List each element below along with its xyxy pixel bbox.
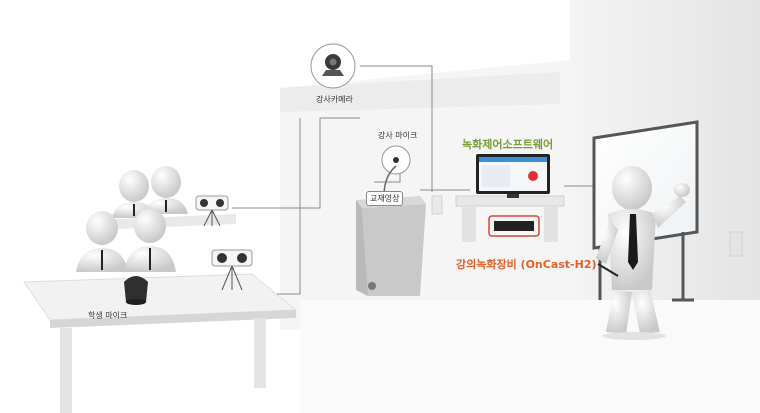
student-figure [144,166,188,214]
student-figure [124,209,176,272]
back-wall [280,60,570,330]
floor-shadow [300,300,760,413]
student-desks [23,214,298,413]
ceiling-strip [280,72,560,112]
recording-desk [455,154,565,242]
record-button-icon [528,171,538,181]
lecturer-camera [310,43,356,89]
wall-switch [431,195,443,215]
students [76,166,188,272]
camera-link [360,65,433,192]
student-mic [124,276,148,305]
student-mic-label: 학생 마이크 [88,311,128,320]
student-link-top [232,117,360,209]
tripod-camera-icon [195,195,229,227]
teaching-video-label: 교재영상 [366,191,404,206]
wall-outlet [729,231,743,257]
lecturer-figure [596,166,690,340]
podium [356,145,426,296]
device-highlight [488,215,540,237]
oncast-device [494,221,534,231]
lecturer-mic-label: 강사 마이크 [378,131,418,140]
recording-software-label: 녹화제어소프트웨어 [462,138,554,151]
student-figure [76,211,128,272]
recording-device-label: 강의녹화장비 (OnCast-H2) [456,258,597,271]
tripod-camera-icon [211,249,253,291]
lecturer-camera-label: 강사카메라 [316,95,353,104]
